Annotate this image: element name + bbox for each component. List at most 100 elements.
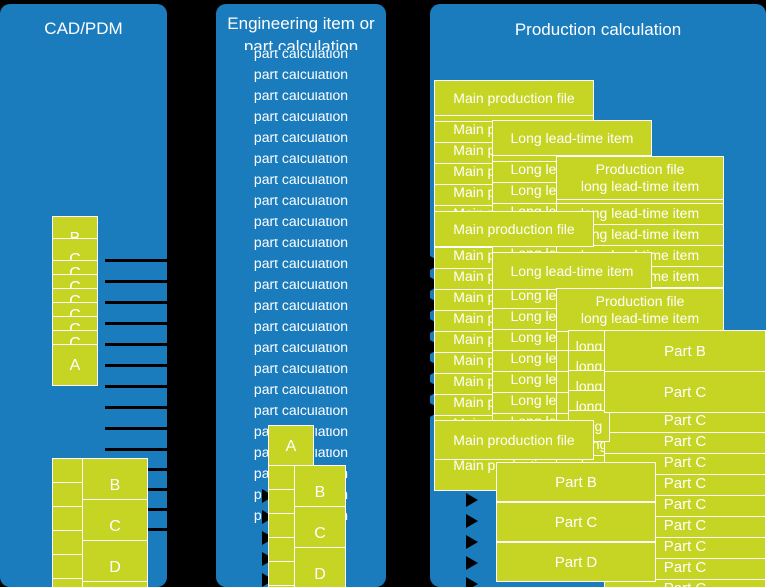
cad-inner-item-e[interactable]: E [82,581,148,587]
production-file-lead-second[interactable]: Production file long lead-time item [556,288,724,332]
production-long-box-2-label: long [575,377,603,394]
engineering-row-1[interactable]: part calculation [216,71,386,89]
engineering-row-label: part calculation [253,218,349,229]
engineering-row-label: part calculation [253,50,349,61]
production-part-c-lower-label: Part C [554,513,598,531]
panel-production-title: Production calculation [514,20,682,39]
production-main-file-third[interactable]: Main production file [434,420,594,460]
production-arrow-lower-3 [466,556,478,570]
engineering-inner-item-b-label: B [314,483,326,501]
engineering-row-label: part calculation [253,344,349,355]
engineering-row-12[interactable]: part calculation [216,302,386,320]
engineering-row-label: part calculation [253,92,349,103]
cad-item-c-3-label: C [69,279,81,296]
engineering-row-0[interactable]: part calculation [216,50,386,68]
cad-inner-item-d-label: D [109,558,121,576]
engineering-row-label: part calculation [253,281,349,292]
production-file-lead-top[interactable]: Production file long lead-time item [556,156,724,200]
engineering-row-5[interactable]: part calculation [216,155,386,173]
engineering-row-label: part calculation [253,407,349,418]
engineering-inner-item-c-label: C [314,524,326,542]
production-part-row-3-label: Part C [663,453,707,471]
engineering-row-15[interactable]: part calculation [216,365,386,383]
cad-item-a-8-label: A [69,356,81,374]
engineering-row-label: part calculation [253,386,349,397]
engineering-row-16[interactable]: part calculation [216,386,386,404]
engineering-row-label: part calculation [253,239,349,250]
engineering-row-17[interactable]: part calculation [216,407,386,425]
cad-inner-item-d[interactable]: D [82,540,148,587]
production-arrow-lower-0 [466,493,478,507]
production-file-lead-row-2-label: long lead-time item [580,225,700,242]
production-part-c-lower[interactable]: Part C [496,502,656,542]
engineering-inner-item-d[interactable]: D [294,547,346,587]
engineering-row-8[interactable]: part calculation [216,218,386,236]
cad-inner-item-b-label: B [109,476,121,494]
production-main-file-top-label: Main production file [453,89,575,106]
production-part-row-1-label: Part C [663,411,707,429]
engineering-row-13[interactable]: part calculation [216,323,386,341]
production-file-lead-top-label: Production file long lead-time item [580,161,700,194]
production-file-lead-row-1-label: long lead-time item [580,204,700,221]
production-lead-time-top[interactable]: Long lead-time item [492,120,652,156]
engineering-row-label: part calculation [253,302,349,313]
production-arrow-lower-4 [466,577,478,587]
production-arrow-lower-1 [466,514,478,528]
engineering-row-label: part calculation [253,155,349,166]
engineering-row-3[interactable]: part calculation [216,113,386,131]
engineering-row-label: part calculation [253,134,349,145]
engineering-row-label: part calculation [253,365,349,376]
production-part-d-lower[interactable]: Part D [496,542,656,582]
cad-item-c-1-label: C [69,250,81,268]
production-arrow-lower-2 [466,535,478,549]
cad-item-c-4-label: C [69,293,81,310]
production-main-file-top[interactable]: Main production file [434,80,594,116]
engineering-row-6[interactable]: part calculation [216,176,386,194]
production-lead-time-top-label: Long lead-time item [510,129,634,146]
production-part-row-2-label: Part C [663,432,707,450]
cad-item-c-5-label: C [69,307,81,324]
engineering-item-a-label: A [285,437,297,455]
production-part-row-5-label: Part C [663,495,707,513]
engineering-row-label: part calculation [253,176,349,187]
production-part-row-6-label: Part C [663,516,707,534]
production-lead-time-second[interactable]: Long lead-time item [492,252,652,290]
cad-inner-item-c-label: C [109,517,121,535]
cad-outer-box-5[interactable] [52,578,84,587]
production-file-lead-second-label: Production file long lead-time item [580,293,700,326]
production-part-b-lower[interactable]: Part B [496,462,656,502]
production-part-b-upper-label: Part B [664,342,706,360]
production-part-d-lower-label: Part D [554,553,598,571]
cad-item-c-7-label: C [69,335,81,352]
engineering-row-label: part calculation [253,71,349,82]
engineering-row-14[interactable]: part calculation [216,344,386,362]
engineering-row-7[interactable]: part calculation [216,197,386,215]
production-part-c-upper-label: Part C [663,383,707,401]
engineering-row-11[interactable]: part calculation [216,281,386,299]
production-lead-time-second-label: Long lead-time item [510,262,634,279]
production-part-c-upper[interactable]: Part C [604,371,766,413]
production-long-box-0-label: long [575,337,603,354]
production-main-file-second[interactable]: Main production file [434,211,594,247]
production-part-b-lower-label: Part B [555,473,597,491]
engineering-row-label: part calculation [253,260,349,271]
production-long-box-1-label: long [575,357,603,374]
engineering-row-label: part calculation [253,197,349,208]
production-long-box-3-label: long [575,397,603,414]
cad-item-c-6-label: C [69,321,81,338]
production-main-file-second-label: Main production file [453,220,575,237]
engineering-row-4[interactable]: part calculation [216,134,386,152]
engineering-row-2[interactable]: part calculation [216,92,386,110]
production-part-row-8-label: Part C [663,558,707,576]
engineering-inner-item-d-label: D [314,565,326,583]
engineering-row-label: part calculation [253,323,349,334]
cad-item-a-8[interactable]: A [52,344,98,386]
production-main-file-third-label: Main production file [453,431,575,448]
production-part-row-9-label: Part C [664,580,707,587]
engineering-item-a[interactable]: A [268,425,314,467]
production-part-row-4-label: Part C [663,474,707,492]
cad-item-c-2-label: C [69,265,81,282]
production-part-b-upper[interactable]: Part B [604,330,766,372]
engineering-row-9[interactable]: part calculation [216,239,386,257]
engineering-row-10[interactable]: part calculation [216,260,386,278]
